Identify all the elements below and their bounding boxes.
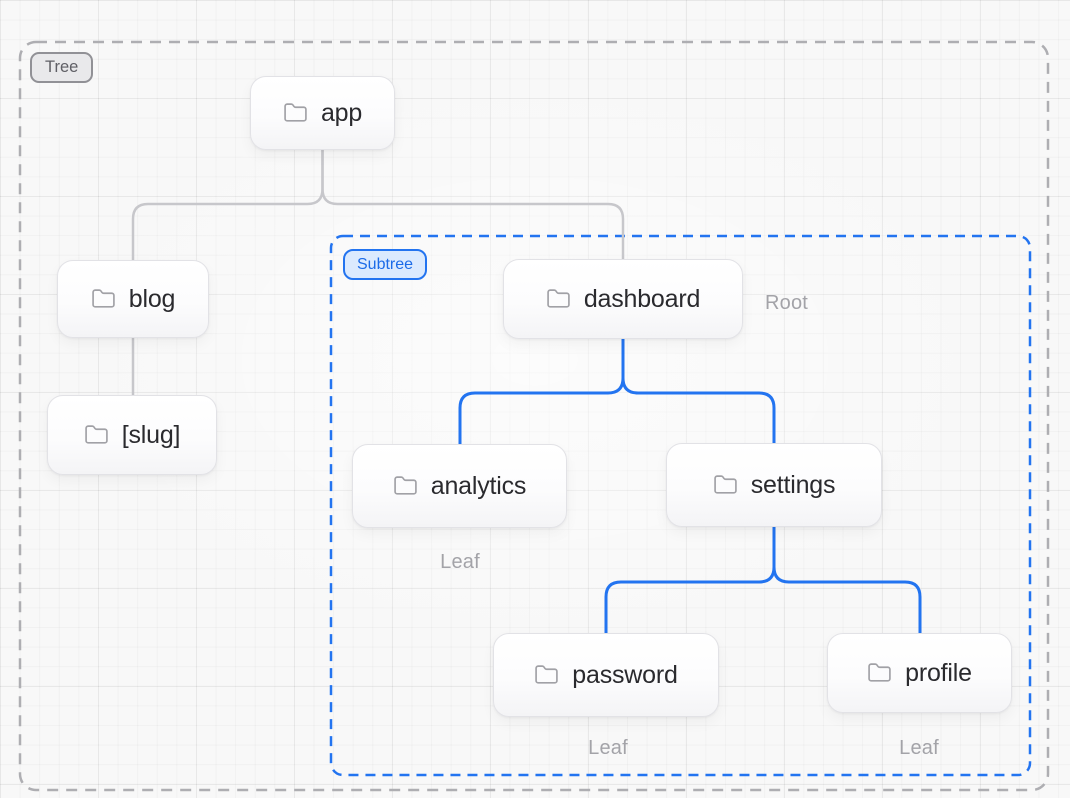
edge-settings-profile [772,527,922,633]
tree-node-blog: blog [57,260,209,338]
node-label: password [572,660,678,689]
node-label: profile [905,658,972,687]
folder-icon [284,102,307,122]
node-label: analytics [430,471,527,500]
folder-icon [394,475,417,495]
tree-node-dashboard: dashboard [503,259,743,339]
subtree-badge: Subtree [343,249,428,280]
edge-app-blog [131,150,324,260]
tree-boundary [18,40,1050,792]
tree-node-app: app [250,76,395,150]
node-label: app [320,98,363,127]
folder-icon [547,288,570,308]
tree-node-slug: [slug] [47,395,217,475]
folder-icon [535,664,559,684]
annotation-leaf-analytics: Leaf [440,551,480,573]
edge-dashboard-settings [621,339,776,443]
folder-icon [868,662,891,682]
tree-badge: Tree [30,52,94,83]
annotation-root: Root [765,292,809,314]
annotation-leaf-password: Leaf [588,737,628,759]
tree-node-profile: profile [827,633,1012,713]
tree-node-settings: settings [666,443,882,527]
edge-dashboard-analytics [458,339,625,444]
node-label: blog [128,284,176,313]
tree-node-analytics: analytics [352,444,567,528]
node-label: [slug] [121,420,181,449]
annotation-leaf-profile: Leaf [899,737,939,759]
subtree-badge-label: Subtree [357,255,414,273]
node-label: settings [750,470,836,499]
tree-badge-label: Tree [45,58,79,76]
edge-settings-password [604,527,776,633]
folder-icon [84,424,108,444]
edge-app-dashboard [321,150,625,259]
subtree-boundary [329,234,1032,777]
node-label: dashboard [583,284,701,313]
folder-icon [713,474,737,494]
tree-node-password: password [493,633,719,717]
folder-icon [92,288,115,308]
